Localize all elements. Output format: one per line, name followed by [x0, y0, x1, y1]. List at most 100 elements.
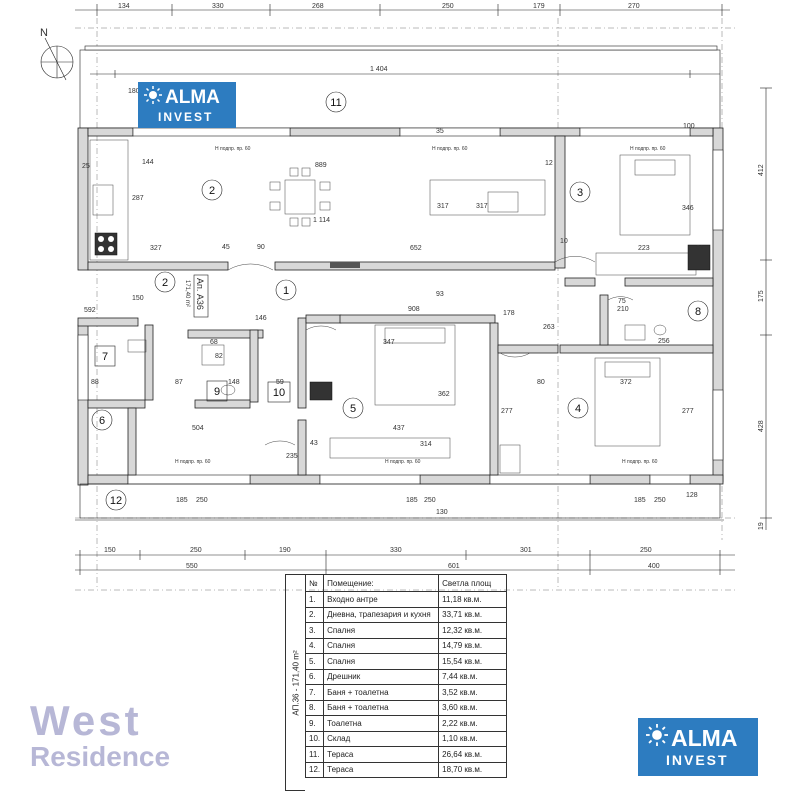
dim-bottom-3: 190 [279, 547, 291, 554]
dim-label: 75 [618, 298, 626, 305]
dim-label: 146 [255, 315, 267, 322]
legend-side-label: АП.36 - 171,40 m² [291, 649, 300, 716]
right-dimension-chain: 412 175 428 19 [758, 87, 772, 530]
legend-side-label-box: АП.36 - 171,40 m² [285, 574, 305, 791]
row-room: Тоалетна [323, 715, 440, 732]
dim-label: 185 [406, 497, 418, 504]
kitchen-counter [89, 139, 129, 261]
inner-dimensions: 889 1 114 327 652 223 908 347 263 372 43… [82, 88, 704, 516]
apartment-tag: Ап. А36 171,40 m² [184, 274, 209, 318]
window-note: Н подпр. пр. 60 [175, 459, 211, 465]
dim-label: 35 [436, 128, 444, 135]
dim-label: 889 [315, 162, 327, 169]
dim-top-3: 268 [312, 3, 324, 10]
dim-label: 180 [128, 88, 140, 95]
dim-top-4: 250 [442, 3, 454, 10]
dim-label: 130 [436, 509, 448, 516]
row-number: 4. [304, 637, 325, 654]
row-area: 15,54 кв.м. [438, 653, 508, 670]
dim-label: 256 [658, 338, 670, 345]
room-number-8: 8 [695, 306, 701, 318]
dim-label: 235 [286, 453, 298, 460]
north-arrow: N [40, 27, 74, 81]
window-note: Н подпр. пр. 60 [630, 146, 666, 152]
row-area: 2,22 кв.м. [438, 715, 508, 732]
row-area: 14,79 кв.м. [438, 637, 508, 654]
bed-room-5 [374, 324, 456, 406]
logo-brand: ALMA [165, 87, 220, 108]
terrace-12 [75, 483, 724, 521]
dim-right-4: 19 [758, 522, 765, 530]
dim-bottom-7: 550 [186, 563, 198, 570]
row-area: 11,18 кв.м. [438, 591, 508, 608]
logo-sub: INVEST [158, 110, 214, 124]
row-area: 26,64 кв.м. [438, 746, 508, 763]
overall-width: 1 404 [370, 66, 388, 73]
dim-label: 652 [410, 245, 422, 252]
dim-label: 185 [634, 497, 646, 504]
row-room: Тераса [323, 746, 440, 763]
dim-label: 148 [228, 379, 240, 386]
alma-invest-logo: ALMA INVEST [138, 82, 236, 128]
west-residence-brand: West Residence [30, 700, 170, 772]
dim-label: 277 [501, 408, 513, 415]
row-area: 1,10 кв.м. [438, 730, 508, 747]
room-number-2: 2 [209, 185, 215, 197]
row-number: 1. [304, 591, 325, 608]
dim-label: 80 [537, 379, 545, 386]
dim-label: 314 [420, 441, 432, 448]
dim-label: 25 [82, 163, 90, 170]
apartment-label: Ап. А36 [195, 278, 205, 310]
dim-top-1: 134 [118, 3, 130, 10]
dim-label: 178 [503, 310, 515, 317]
dim-label: 10 [560, 238, 568, 245]
row-number: 12. [304, 761, 325, 778]
dim-label: 43 [310, 440, 318, 447]
room-number-1: 1 [283, 285, 289, 297]
top-dimension-chain: 134 330 268 250 179 270 [75, 3, 730, 16]
dim-label: 12 [545, 160, 553, 167]
dim-label: 362 [438, 391, 450, 398]
apartment-area: 171,40 m² [184, 280, 190, 307]
dim-label: 128 [686, 492, 698, 499]
dim-label: 93 [436, 291, 444, 298]
bed-room-4 [594, 357, 661, 447]
room-number-12: 12 [110, 495, 122, 507]
sun-icon [144, 86, 162, 110]
dim-label: 100 [683, 123, 695, 130]
room-number-5: 5 [350, 403, 356, 415]
row-room: Спалня [323, 622, 440, 639]
room-number-9: 9 [214, 386, 220, 398]
room-number-3: 3 [577, 187, 583, 199]
window-note: Н подпр. пр. 60 [385, 459, 421, 465]
row-number: 6. [304, 668, 325, 685]
logo-brand: ALMA [671, 724, 738, 751]
dim-top-5: 179 [533, 3, 545, 10]
row-room: Спалня [323, 637, 440, 654]
dim-bottom-6: 250 [640, 547, 652, 554]
dim-label: 223 [638, 245, 650, 252]
alma-invest-logo: ALMA INVEST [638, 718, 758, 776]
row-number: 5. [304, 653, 325, 670]
row-room: Дневна, трапезария и кухня [323, 606, 440, 623]
row-area: 3,60 кв.м. [438, 699, 508, 716]
dim-top-2: 330 [212, 3, 224, 10]
row-area: 33,71 кв.м. [438, 606, 508, 623]
dim-label: 908 [408, 306, 420, 313]
furniture [89, 139, 711, 474]
row-area: 3,52 кв.м. [438, 684, 508, 701]
dim-label: 61 [696, 245, 704, 252]
dim-label: 68 [210, 339, 218, 346]
dim-label: 88 [91, 379, 99, 386]
row-room: Входно антре [323, 591, 440, 608]
dim-label: 317 [476, 203, 488, 210]
row-room: Склад [323, 730, 440, 747]
bottom-dimension-chains: 150 250 190 330 301 250 550 601 400 [75, 547, 735, 575]
row-area: 12,32 кв.м. [438, 622, 508, 639]
